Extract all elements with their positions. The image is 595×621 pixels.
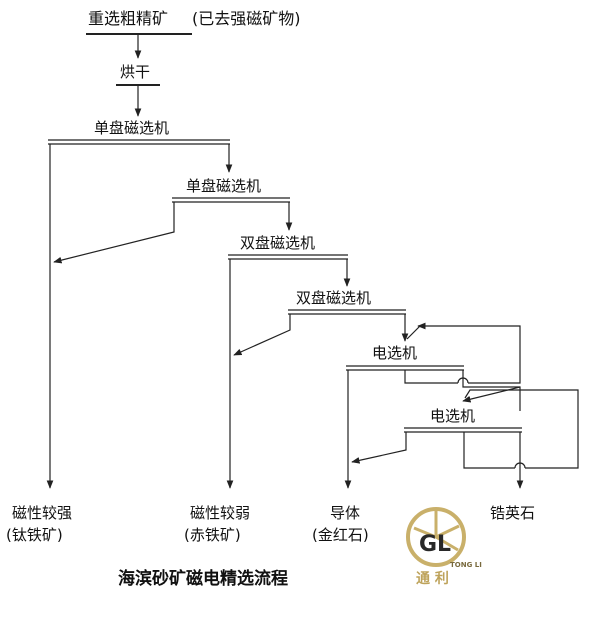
output-weak-name: 磁性较弱 — [190, 504, 250, 522]
feed-note: (已去强磁矿物) — [192, 9, 301, 28]
es2-label: 电选机 — [430, 407, 475, 425]
logo-spokes — [413, 511, 460, 552]
output-zircon-name: 锆英石 — [490, 504, 535, 522]
output-conductor-name: 导体 — [330, 504, 360, 522]
flow-line — [463, 432, 515, 469]
flow-arrow-recycle — [417, 322, 521, 384]
flow-line — [404, 370, 458, 384]
logo-ring — [406, 507, 466, 567]
logo-brand-en: TONG LI — [450, 561, 482, 569]
output-weak-mineral: (赤铁矿) — [184, 526, 241, 544]
sdm1-bar — [48, 139, 230, 145]
flow-arrow — [233, 314, 291, 356]
flow-arrow — [351, 432, 407, 464]
flow-line — [406, 325, 421, 340]
es1-label: 电选机 — [372, 344, 417, 362]
sdm2-label: 单盘磁选机 — [186, 177, 261, 195]
flow-arrow — [462, 386, 521, 403]
ddm1-label: 双盘磁选机 — [240, 234, 315, 252]
sdm2-bar — [172, 197, 290, 203]
company-logo: GL TONG LI 通 利 — [406, 507, 482, 587]
feed-label: 重选粗精矿 — [88, 9, 168, 28]
diagram-caption: 海滨砂矿磁电精选流程 — [118, 568, 288, 589]
logo-mark: GL — [419, 532, 451, 557]
line-crossover — [457, 377, 469, 384]
flow-arrow — [53, 202, 175, 264]
ddm2-label: 双盘磁选机 — [296, 289, 371, 307]
output-strong-name: 磁性较强 — [12, 504, 72, 522]
logo-brand-cn: 通 利 — [416, 570, 449, 587]
output-strong-mineral: (钛铁矿) — [6, 526, 63, 544]
output-conductor-mineral: (金红石) — [312, 526, 369, 544]
es1-bar — [346, 365, 464, 371]
dry-label: 烘干 — [120, 63, 150, 81]
flow-line-recycle — [464, 389, 579, 469]
sdm1-label: 单盘磁选机 — [94, 119, 169, 137]
es2-bar — [404, 427, 522, 433]
ddm2-bar — [288, 309, 406, 315]
ddm1-bar — [228, 254, 348, 260]
